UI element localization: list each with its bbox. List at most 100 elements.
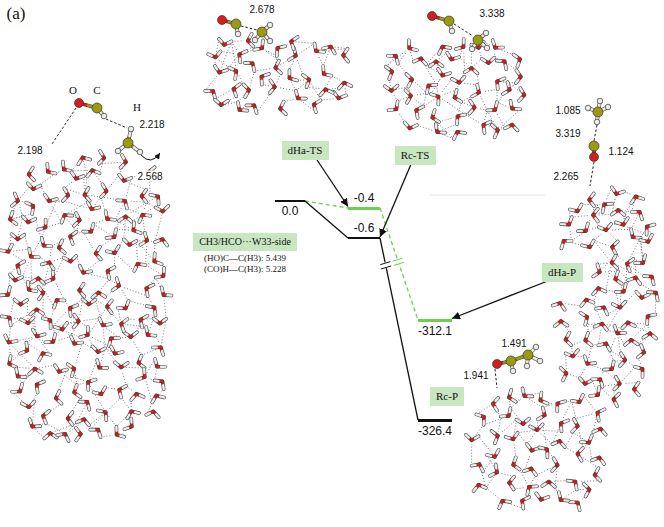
- bond: [646, 320, 649, 324]
- hydrogen-bond: [565, 353, 567, 369]
- bond: [482, 59, 485, 61]
- bond: [44, 220, 46, 224]
- hydrogen-bond: [83, 232, 94, 250]
- bond: [580, 204, 582, 207]
- hydrogen-bond: [221, 51, 236, 53]
- bond: [140, 324, 143, 328]
- bond-outline: [122, 155, 126, 162]
- bond: [87, 327, 89, 331]
- bond: [120, 436, 124, 437]
- bond: [68, 214, 72, 217]
- bond: [153, 346, 157, 349]
- hydrogen-bond: [564, 304, 581, 306]
- bond: [426, 89, 429, 93]
- hydrogen-bond: [594, 240, 609, 259]
- bond-outline: [442, 73, 450, 75]
- bond-outline: [560, 368, 566, 373]
- bond-outline: [320, 89, 325, 95]
- bond: [516, 108, 520, 111]
- bond: [38, 229, 42, 230]
- hydrogen-bond: [37, 174, 56, 187]
- bond: [644, 275, 648, 278]
- bond: [277, 61, 279, 65]
- bond-outline: [245, 61, 253, 65]
- bond-outline: [270, 80, 274, 87]
- bond: [76, 428, 78, 431]
- bond-outline: [92, 207, 100, 209]
- bond-outline: [44, 244, 52, 248]
- bond: [225, 101, 228, 103]
- bond: [620, 363, 623, 366]
- bond: [55, 365, 57, 368]
- bond: [281, 45, 285, 48]
- bond-outline: [163, 206, 169, 212]
- bond-outline: [64, 170, 72, 171]
- hydrogen-bond: [133, 341, 142, 356]
- bond: [333, 50, 335, 53]
- bond: [614, 265, 617, 268]
- bond-outline: [56, 398, 62, 403]
- bond: [322, 66, 325, 70]
- bond: [79, 400, 83, 403]
- bond: [117, 199, 121, 202]
- bond-outline: [644, 274, 652, 278]
- bond-outline: [386, 67, 392, 72]
- bond: [62, 250, 65, 253]
- bond-outline: [138, 363, 144, 368]
- hydrogen-bond: [109, 175, 119, 188]
- bond-outline: [622, 322, 628, 328]
- bond: [132, 222, 135, 226]
- bond-outline: [495, 102, 497, 110]
- bond-outline: [233, 89, 236, 96]
- bond: [593, 291, 596, 294]
- hydrogen-bond: [146, 381, 152, 403]
- bond-outline: [432, 118, 439, 122]
- bond-outline: [146, 411, 153, 414]
- bond: [597, 387, 600, 391]
- bond: [597, 264, 598, 268]
- bond-outline: [641, 345, 644, 352]
- bond-outline: [126, 301, 129, 308]
- bond: [48, 245, 52, 248]
- hydrogen-bond: [136, 241, 138, 260]
- bond: [156, 414, 159, 417]
- bond: [621, 353, 623, 356]
- bond: [44, 420, 46, 424]
- bond: [80, 336, 84, 337]
- bond: [246, 104, 250, 106]
- bond: [87, 386, 90, 390]
- hydrogen-bond: [40, 282, 54, 308]
- bond: [74, 305, 78, 306]
- bond-outline: [133, 230, 140, 233]
- bond: [53, 334, 56, 338]
- bond: [142, 263, 146, 266]
- bond: [504, 65, 507, 69]
- bond-outline: [147, 306, 155, 307]
- hydrogen-bond: [143, 219, 145, 233]
- bond-outline: [323, 47, 331, 49]
- bond: [119, 351, 123, 354]
- bond: [288, 70, 290, 74]
- bond: [413, 125, 417, 127]
- hydrogen-bond: [88, 195, 101, 197]
- bond: [35, 256, 39, 259]
- bond: [483, 129, 486, 133]
- bond: [265, 74, 269, 75]
- bond: [580, 378, 583, 381]
- hydrogen-bond: [156, 278, 162, 292]
- bond: [80, 266, 82, 270]
- bond: [555, 324, 558, 327]
- bond: [109, 300, 111, 303]
- bond: [636, 383, 638, 386]
- bond: [158, 263, 162, 264]
- bond: [107, 236, 111, 239]
- bond-outline: [593, 288, 598, 294]
- bond-outline: [623, 218, 627, 225]
- hydrogen-bond: [257, 90, 273, 113]
- bond: [28, 183, 31, 186]
- bond: [302, 97, 306, 99]
- bond: [45, 195, 47, 198]
- hydrogen-bond: [640, 284, 652, 291]
- bond-outline: [68, 418, 73, 424]
- bond: [65, 323, 67, 326]
